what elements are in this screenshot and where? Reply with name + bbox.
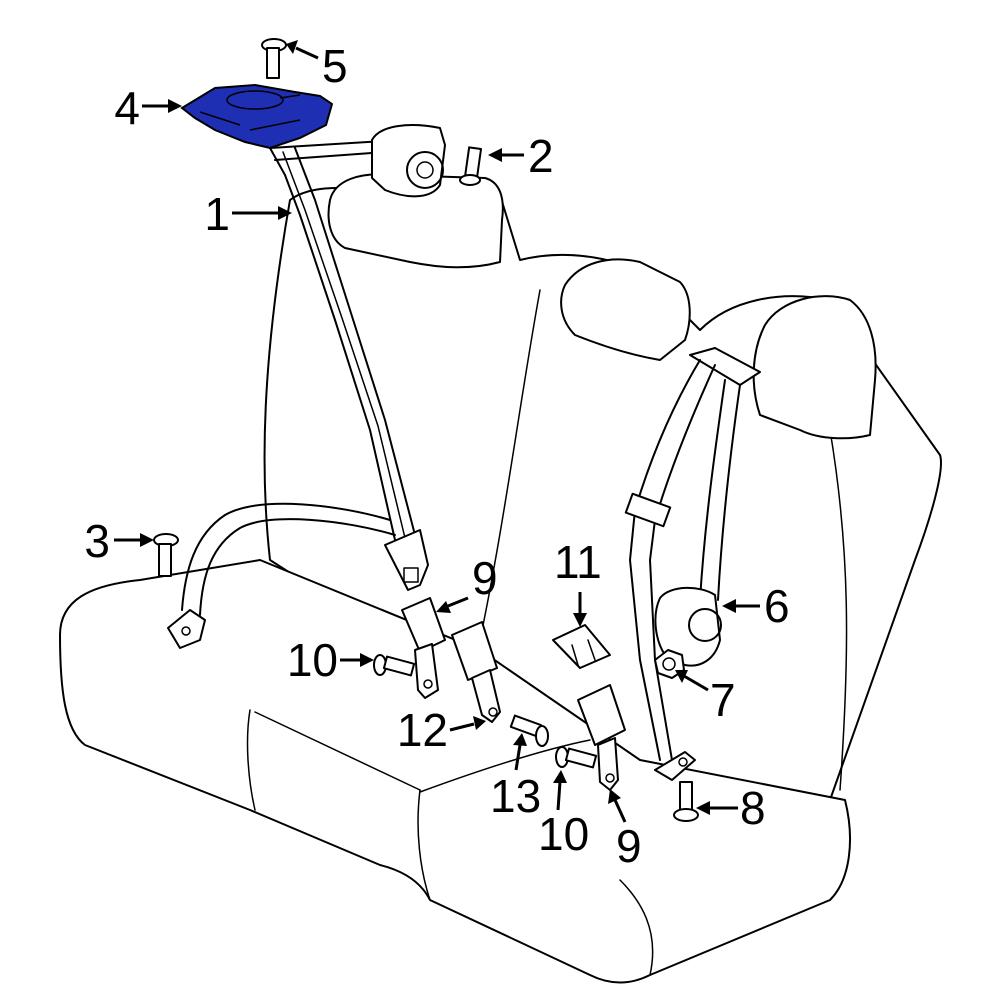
callout-13: 13 (490, 770, 541, 822)
callout-8: 8 (740, 782, 766, 834)
bolt-item-8 (673, 781, 699, 822)
callout-11: 11 (554, 536, 602, 588)
callout-2: 2 (528, 130, 554, 182)
headrest-left (327, 173, 504, 269)
callout-1: 1 (204, 188, 230, 240)
bolt-item-2 (459, 146, 483, 186)
callout-arrows (114, 40, 760, 823)
callout-12: 12 (397, 704, 448, 756)
callout-6: 6 (764, 580, 790, 632)
seat-belt-assembly-right (624, 347, 761, 781)
callout-3: 3 (84, 515, 110, 567)
bolt-item-10-lower (555, 746, 598, 769)
callout-9-lower: 9 (616, 820, 642, 872)
buckle-item-9-lower (577, 684, 626, 791)
seat-cushion (59, 559, 851, 984)
callout-4: 4 (114, 82, 140, 134)
clip-item-11 (552, 624, 611, 669)
callout-labels: 1 2 3 4 5 6 7 8 9 9 10 10 11 12 13 (84, 40, 789, 872)
buckle-item-9-upper (401, 597, 446, 699)
bolt-item-5 (261, 38, 287, 79)
headrest-right (752, 295, 877, 440)
bolt-item-3 (153, 533, 179, 577)
callout-10-lower: 10 (538, 808, 589, 860)
buckle-item-12 (451, 621, 501, 723)
callout-7: 7 (710, 674, 736, 726)
seat-belt-assembly-left (167, 124, 446, 649)
bolt-item-13 (509, 714, 549, 747)
shoulder-belt-guide-bracket (180, 83, 334, 150)
headrest-center (560, 258, 691, 361)
callout-9-upper: 9 (472, 552, 498, 604)
callout-10-upper: 10 (287, 634, 338, 686)
callout-5: 5 (322, 40, 348, 92)
bolt-item-10-upper (373, 654, 416, 677)
